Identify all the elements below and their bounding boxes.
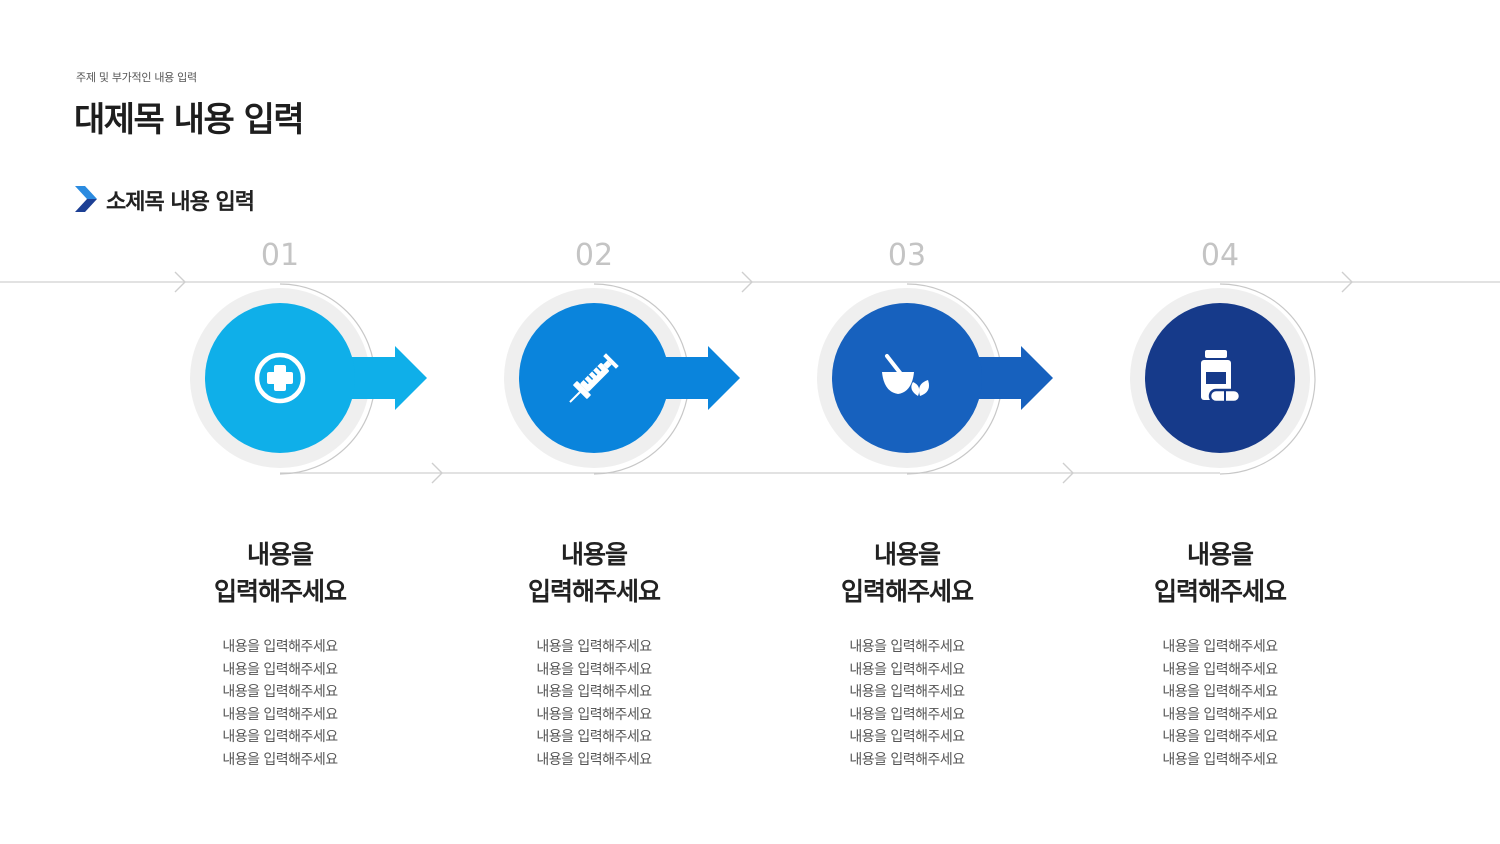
process-diagram — [0, 271, 1500, 484]
step-4-node — [1130, 283, 1316, 475]
chevron-right-icon — [1341, 271, 1353, 293]
medicine-bottle-icon — [1201, 350, 1242, 404]
step-description: 내용을 입력해주세요 내용을 입력해주세요 내용을 입력해주세요 내용을 입력해… — [536, 639, 652, 768]
step-description: 내용을 입력해주세요 내용을 입력해주세요 내용을 입력해주세요 내용을 입력해… — [849, 639, 965, 768]
step-number: 01 — [260, 238, 300, 273]
step-number: 03 — [887, 238, 927, 273]
chevron-right-icon — [741, 271, 753, 293]
chevron-right-icon — [174, 271, 186, 293]
step-heading: 내용을 입력해주세요 — [840, 540, 974, 606]
step-heading: 내용을 입력해주세요 — [527, 540, 661, 606]
chevron-right-icon — [1062, 462, 1074, 484]
mortar-herb-icon — [882, 354, 929, 396]
medical-cross-icon — [254, 352, 306, 404]
section-subtitle: 소제목 내용 입력 — [106, 190, 255, 215]
step-heading: 내용을 입력해주세요 — [213, 540, 347, 606]
step-description: 내용을 입력해주세요 내용을 입력해주세요 내용을 입력해주세요 내용을 입력해… — [222, 639, 338, 768]
step-heading: 내용을 입력해주세요 — [1153, 540, 1287, 606]
step-description: 내용을 입력해주세요 내용을 입력해주세요 내용을 입력해주세요 내용을 입력해… — [1162, 639, 1278, 768]
step-3-node — [817, 283, 1053, 475]
chevron-right-icon — [431, 462, 443, 484]
step-number: 02 — [574, 238, 614, 273]
syringe-icon — [569, 353, 619, 403]
chevron-right-icon — [75, 186, 97, 212]
step-1-node — [190, 283, 427, 475]
kicker-text: 주제 및 부가적인 내용 입력 — [76, 71, 197, 84]
step-2-node — [504, 283, 740, 475]
page-title: 대제목 내용 입력 — [74, 100, 305, 140]
step-number: 04 — [1200, 238, 1240, 273]
